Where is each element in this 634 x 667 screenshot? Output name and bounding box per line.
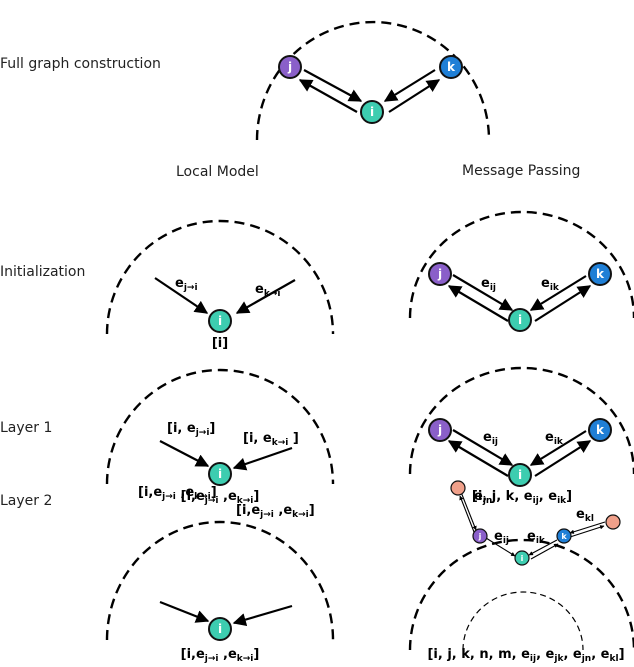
local-layer1-panel: [i, ej→i] [i, ek→i ] i [i,ej→i ,ek→i] <box>105 368 335 506</box>
edge-label-e-kl: ekl <box>576 507 594 524</box>
row-label-full-graph: Full graph construction <box>0 56 161 72</box>
edge-k-to-i <box>528 539 558 556</box>
edge-j-to-i <box>154 277 209 314</box>
node-j-label: j <box>287 60 292 74</box>
edge-k-to-l <box>569 525 605 538</box>
edge-label-e-ik: eik <box>541 276 560 293</box>
edge-j-to-i <box>452 429 514 466</box>
local-init-boundary-arc <box>105 219 335 335</box>
edge-label-e-ik: eik <box>527 529 546 546</box>
message-label-left: [i,ej→i ,ek→i] <box>138 485 217 502</box>
node-j-label: j <box>478 532 482 541</box>
row-label-layer-1: Layer 1 <box>0 420 52 436</box>
edge-label-e-ik: eik <box>545 430 564 447</box>
edge-l-to-k <box>569 521 606 534</box>
node-k: k <box>439 55 463 79</box>
edge-j-to-i <box>452 274 514 311</box>
node-i: i <box>208 462 232 486</box>
edge-j-to-i <box>485 537 516 557</box>
node-k-label: k <box>561 532 567 541</box>
node-j-label: j <box>437 423 442 437</box>
edge-i-to-k <box>534 285 592 322</box>
edge-k-to-i <box>235 279 296 314</box>
message-label-right: [i, ek→i ] <box>243 431 299 448</box>
edge-label-e-k-to-i: ek→i <box>255 282 280 299</box>
edge-j-to-i <box>159 600 210 623</box>
mp-layer2-panel: ejn eij eik ekl j k i [i, j, k, n, m, ei… <box>408 480 634 664</box>
node-j-label: j <box>437 267 442 281</box>
node-k-label: k <box>596 423 605 437</box>
full-graph-panel: j k i <box>255 20 491 141</box>
mp-init-panel: eij eik j k i <box>408 210 634 332</box>
node-j: j <box>428 418 452 442</box>
node-j: j <box>472 528 488 544</box>
message-label-right: [i,ej→i ,ek→i] <box>236 503 315 520</box>
edge-k-to-i <box>232 446 293 471</box>
node-i-label: i <box>518 468 522 482</box>
edge-label-e-ij: eij <box>481 276 496 293</box>
node-i-label: i <box>370 105 374 119</box>
mp-layer2-outer-arc <box>408 538 634 651</box>
column-header-local-model: Local Model <box>176 164 259 180</box>
edge-j-to-i <box>303 69 363 102</box>
state-label-layer2: [i,ej→i ,ek→i] <box>181 647 260 664</box>
edge-i-to-j <box>447 285 509 322</box>
state-label-i: [i] <box>212 336 228 351</box>
local-init-panel: ej→i ek→i i [i] <box>105 219 335 351</box>
edge-k-to-i <box>529 430 587 466</box>
node-i: i <box>508 463 532 487</box>
edge-label-e-j-to-i: ej→i <box>175 276 198 293</box>
mp-layer1-panel: eij eik j k i [i, j, k, eij, eik] <box>408 366 634 506</box>
node-i-label: i <box>218 622 222 636</box>
edge-i-to-k <box>534 440 592 477</box>
full-graph-boundary-arc <box>255 20 491 141</box>
mp-init-boundary-arc <box>408 210 634 319</box>
state-label-mp-layer1: [i, j, k, eij, eik] <box>472 489 572 506</box>
column-header-message-passing: Message Passing <box>462 163 580 179</box>
state-label-mp-layer2: [i, j, k, n, m, eij, ejk, ejn, ekl] <box>427 647 624 664</box>
row-label-initialization: Initialization <box>0 264 85 280</box>
state-label-layer1: [i,ej→i ,ek→i] <box>181 489 260 506</box>
node-i: i <box>514 550 530 566</box>
edge-j-to-i <box>159 440 210 467</box>
node-l <box>605 514 621 530</box>
edge-label-e-ij: eij <box>494 529 509 546</box>
edge-i-to-j <box>447 440 509 477</box>
node-k-label: k <box>596 267 605 281</box>
node-j: j <box>428 262 452 286</box>
node-i: i <box>208 617 232 641</box>
node-i-label: i <box>521 554 524 563</box>
node-k-label: k <box>447 60 456 74</box>
local-layer2-boundary-arc <box>105 520 335 641</box>
edge-label-e-jn: ejn <box>474 489 492 506</box>
local-layer2-panel: [i,ej→i ,ek→i] [i,ej→i ,ek→i] i [i,ej→i … <box>105 485 335 664</box>
mp-layer2-inner-arc <box>462 591 584 651</box>
edge-i-to-k <box>388 79 441 113</box>
edge-i-to-k <box>530 543 559 560</box>
node-i-label: i <box>218 467 222 481</box>
edge-j-to-n <box>459 495 475 533</box>
node-i-label: i <box>518 313 522 327</box>
node-i-label: i <box>218 314 222 328</box>
edge-k-to-i <box>232 604 293 626</box>
node-n <box>450 480 466 496</box>
local-layer1-boundary-arc <box>105 368 335 485</box>
edge-label-e-ij: eij <box>483 430 498 447</box>
node-k: k <box>556 528 572 544</box>
edge-i-to-j <box>298 79 358 113</box>
row-label-layer-2: Layer 2 <box>0 493 52 509</box>
node-i: i <box>208 309 232 333</box>
node-j: j <box>278 55 302 79</box>
node-k: k <box>588 262 612 286</box>
edge-k-to-i <box>529 275 587 311</box>
node-i: i <box>360 100 384 124</box>
node-i: i <box>508 308 532 332</box>
edge-k-to-i <box>383 69 436 102</box>
edge-n-to-j <box>460 491 477 531</box>
node-k: k <box>588 418 612 442</box>
mp-layer1-boundary-arc <box>408 366 634 475</box>
message-label-left: [i, ej→i] <box>167 421 215 438</box>
